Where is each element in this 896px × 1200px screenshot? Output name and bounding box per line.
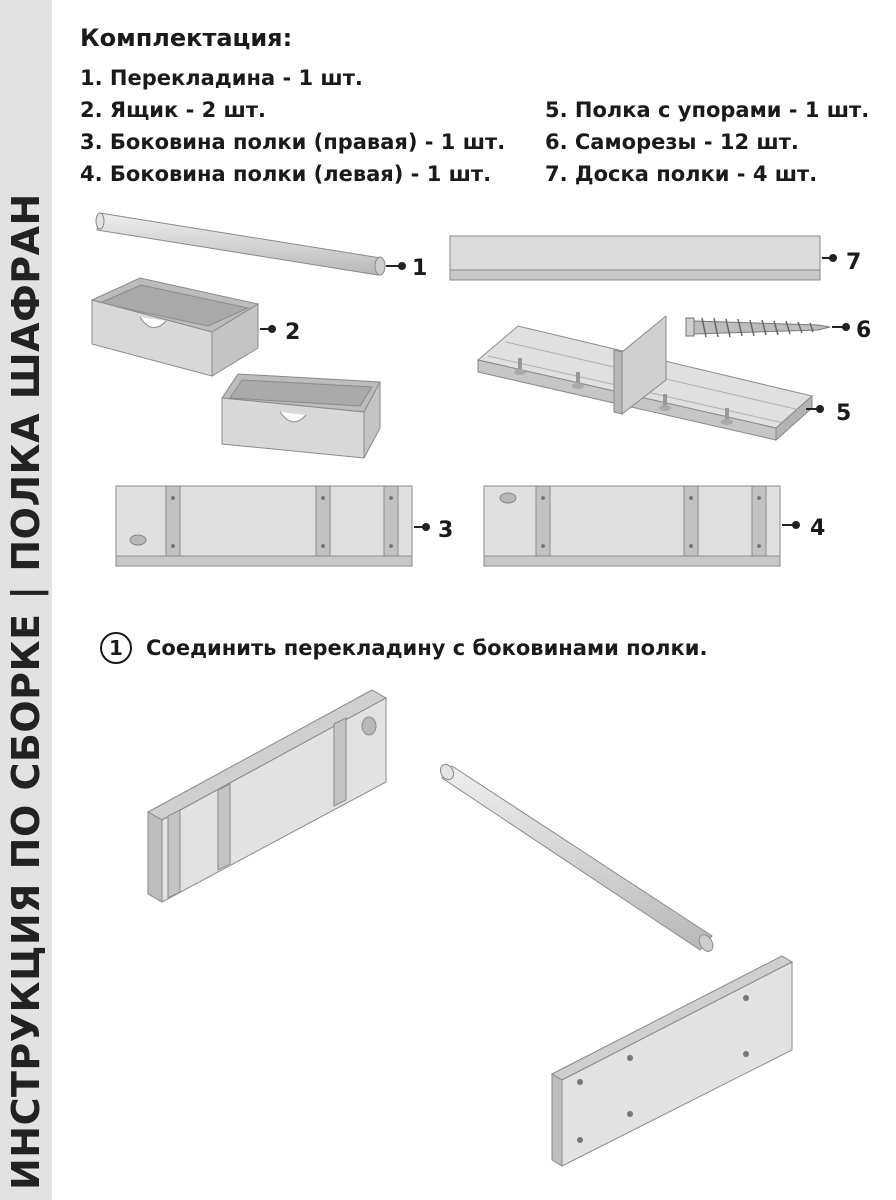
kit-item: 6. Саморезы - 12 шт. bbox=[545, 130, 799, 154]
callout-7: 7 bbox=[846, 250, 861, 275]
screw-part: 6 bbox=[685, 317, 871, 343]
kit-list-left: 1. Перекладина - 1 шт. 2. Ящик - 2 шт. 3… bbox=[80, 62, 505, 190]
callout-2: 2 bbox=[285, 320, 300, 345]
left-side-panel-part: 4 bbox=[483, 485, 825, 567]
shelf-board-part: 7 bbox=[449, 235, 861, 281]
kit-item: 1. Перекладина - 1 шт. bbox=[80, 66, 363, 90]
kit-item: 5. Полка с упорами - 1 шт. bbox=[545, 98, 870, 122]
shelf-with-stops-part: 5 bbox=[476, 314, 851, 442]
kit-heading: Комплектация: bbox=[80, 24, 293, 52]
callout-5: 5 bbox=[836, 401, 851, 426]
side-banner bbox=[0, 0, 52, 1200]
callout-1: 1 bbox=[412, 256, 427, 281]
step-instruction: Соединить перекладину с боковинами полки… bbox=[146, 636, 708, 660]
kit-item: 7. Доска полки - 4 шт. bbox=[545, 162, 818, 186]
crossbar-part: 1 bbox=[95, 212, 427, 281]
callout-4: 4 bbox=[810, 516, 825, 541]
kit-item: 3. Боковина полки (правая) - 1 шт. bbox=[80, 130, 506, 154]
kit-list-right: 5. Полка с упорами - 1 шт. 6. Саморезы -… bbox=[545, 94, 869, 190]
right-side-panel-part: 3 bbox=[115, 485, 453, 567]
callout-3: 3 bbox=[438, 518, 453, 543]
step-number-badge: 1 bbox=[100, 632, 132, 664]
callout-6: 6 bbox=[856, 318, 871, 343]
step1-illustration bbox=[146, 689, 794, 1167]
drawer-part: 2 bbox=[90, 277, 381, 459]
step-1: 1 Соединить перекладину с боковинами пол… bbox=[100, 632, 707, 664]
kit-item: 2. Ящик - 2 шт. bbox=[80, 98, 266, 122]
kit-item: 4. Боковина полки (левая) - 1 шт. bbox=[80, 162, 492, 186]
